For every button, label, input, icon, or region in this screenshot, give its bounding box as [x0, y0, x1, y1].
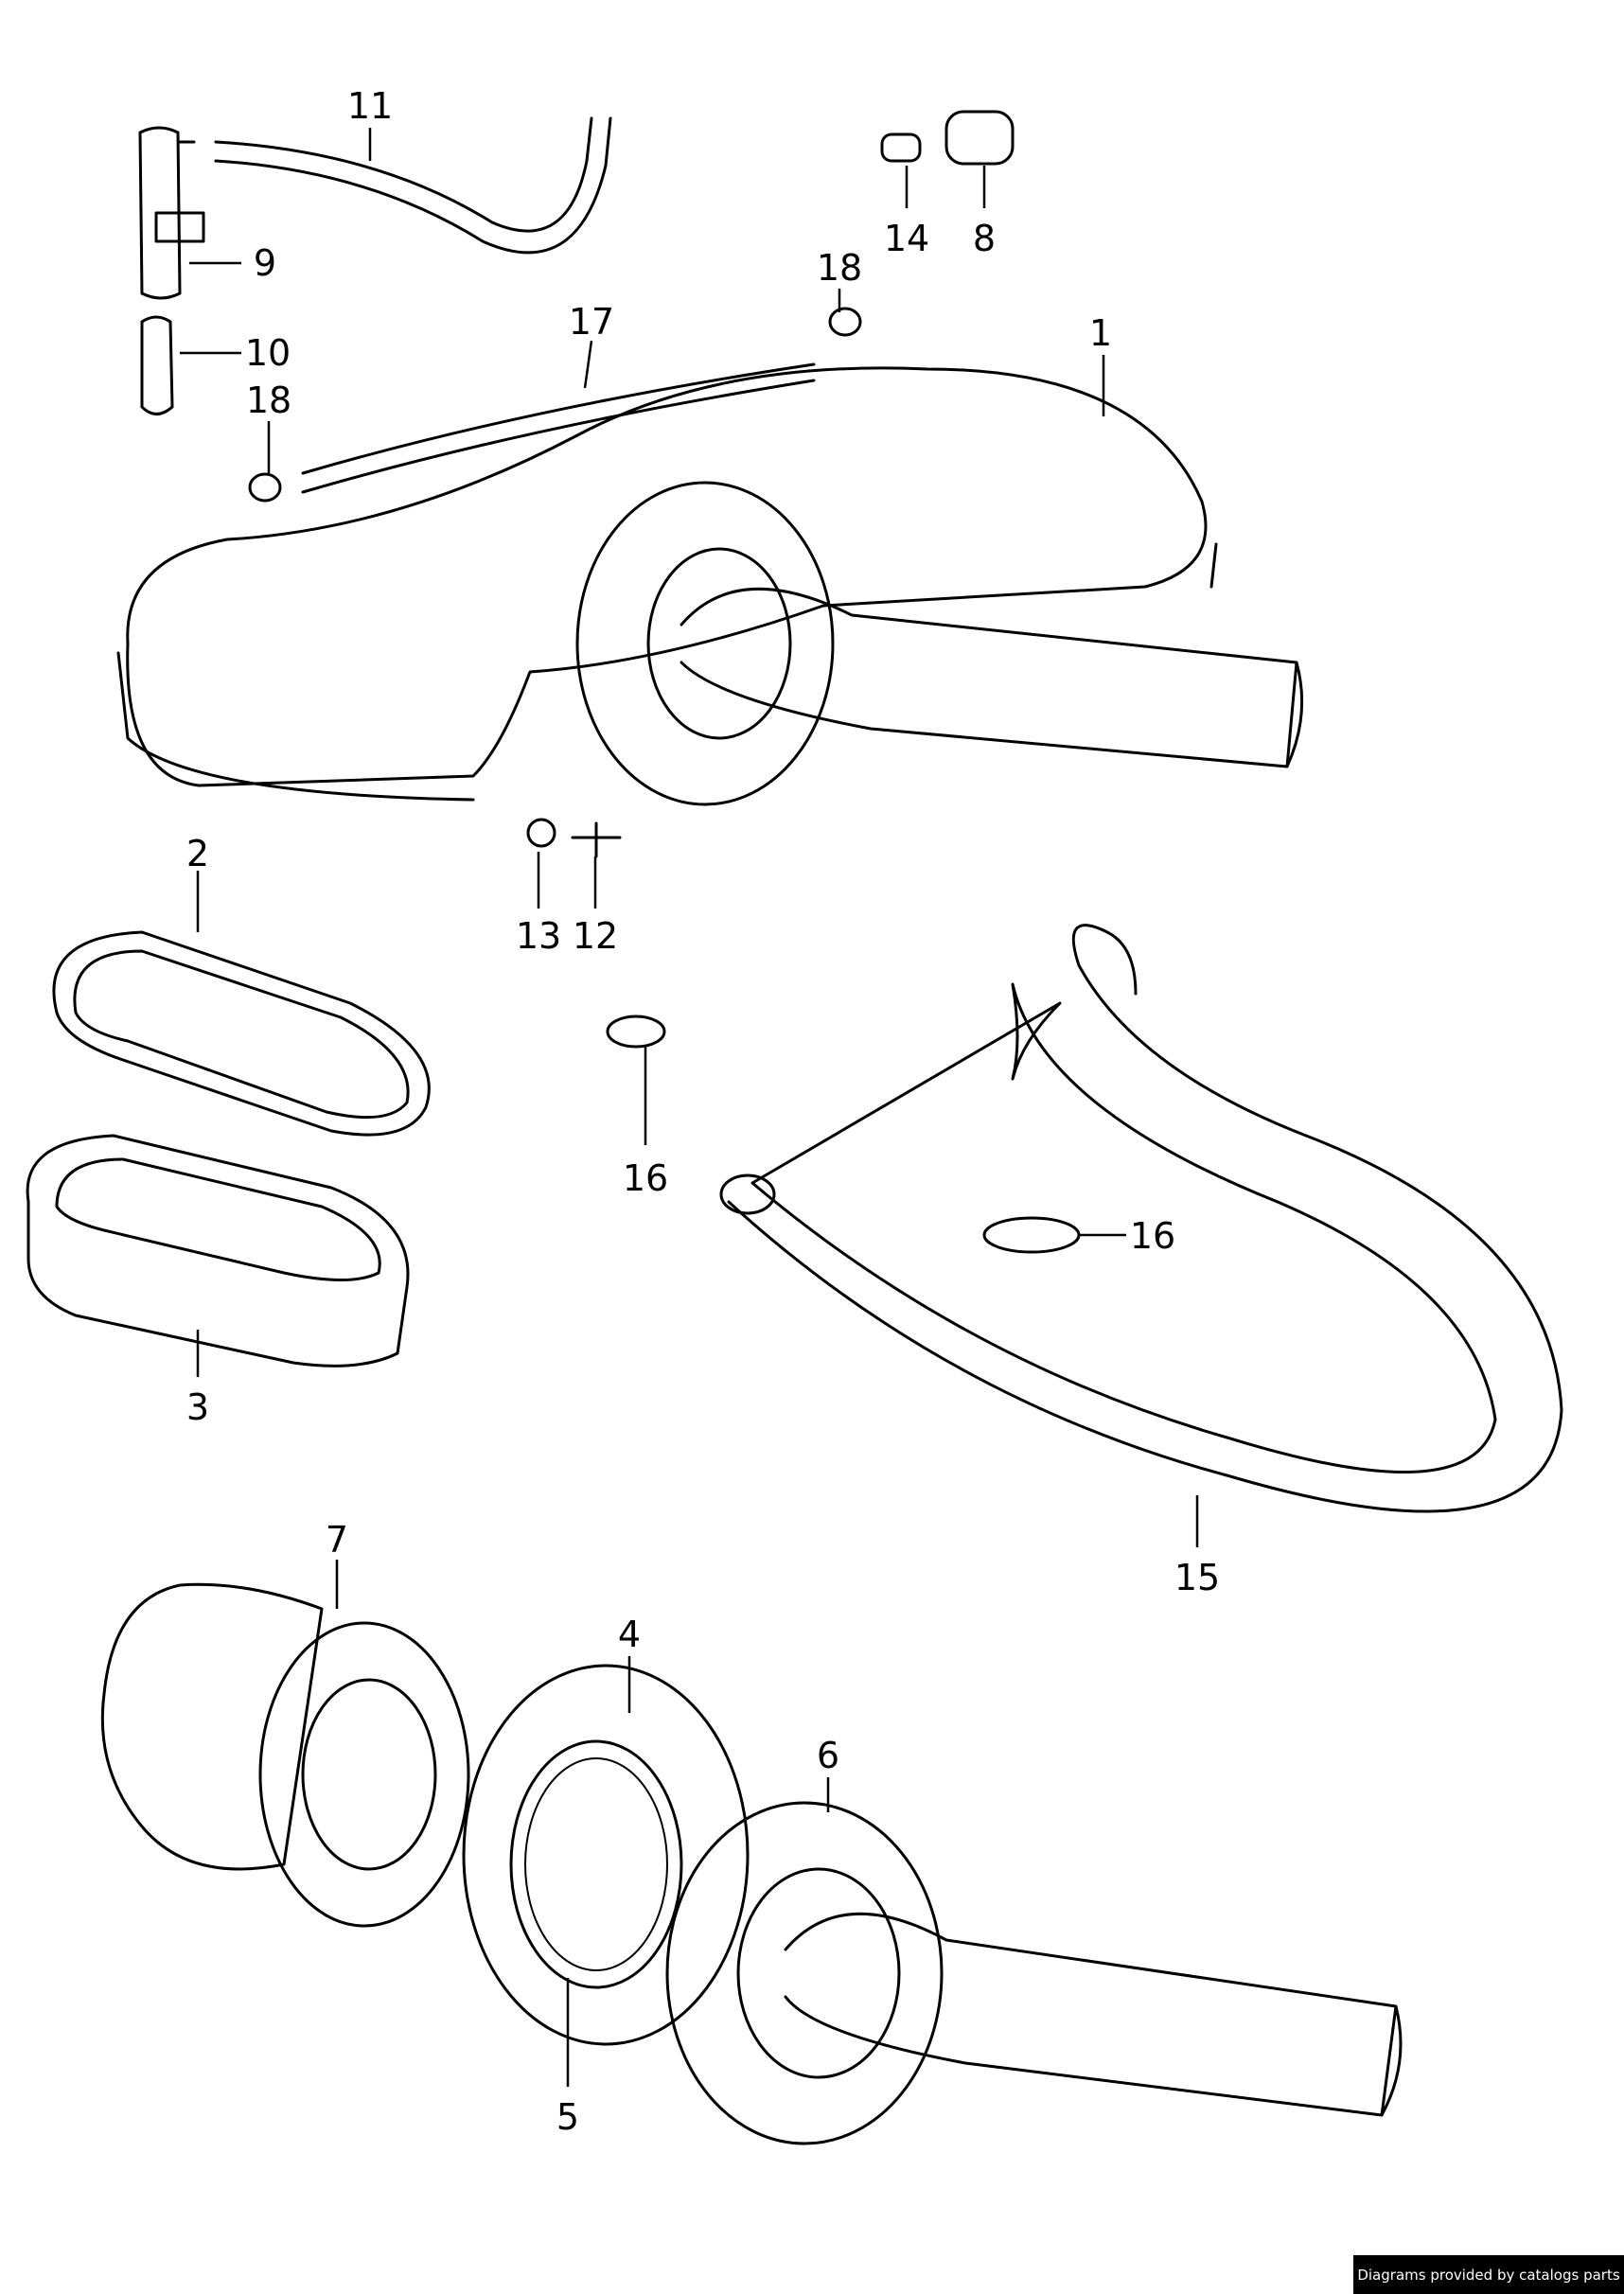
callout-6: 6	[817, 1735, 839, 1776]
part-13-washer	[526, 818, 556, 848]
callout-4: 4	[618, 1614, 641, 1655]
callout-14: 14	[884, 218, 929, 259]
part-18-clamp	[828, 307, 862, 337]
part-15-hose	[727, 924, 1563, 1513]
part-18-clamp	[248, 472, 282, 503]
credit-badge: Diagrams provided by catalogs parts	[1353, 2255, 1624, 2294]
part-11-hose	[214, 116, 612, 255]
callout-16: 16	[623, 1157, 668, 1199]
part-2-gasket	[52, 930, 431, 1137]
callout-2: 2	[186, 833, 209, 874]
part-15-hose-end	[719, 1173, 776, 1215]
part-8-grommet	[944, 110, 1015, 166]
part-5-seal-ring-inner	[524, 1757, 668, 1971]
part-7-filter-opening	[301, 1678, 437, 1871]
part-1-air-cleaner-housing	[126, 366, 1208, 787]
part-6-filter-cover-inner	[736, 1867, 901, 2079]
callout-18: 18	[817, 247, 862, 289]
callout-17: 17	[569, 301, 614, 343]
part-16-clamp	[606, 1015, 666, 1049]
part-4-filter-ring	[462, 1664, 750, 2046]
part-10-pipe	[140, 315, 174, 415]
part-7-filter-end	[258, 1621, 470, 1928]
part-1-flange	[116, 542, 1218, 802]
callout-8: 8	[973, 218, 996, 259]
callout-7: 7	[326, 1519, 348, 1561]
part-7-filter-element	[100, 1582, 324, 1871]
callout-9: 9	[254, 242, 276, 284]
part-12-wing-nut	[571, 821, 622, 858]
part-6-intake-snorkel	[784, 1912, 1403, 2117]
part-6-filter-cover	[665, 1801, 944, 2145]
callout-10: 10	[245, 332, 291, 374]
callout-5: 5	[556, 2096, 579, 2138]
callout-1: 1	[1089, 312, 1112, 354]
callout-11: 11	[347, 85, 393, 127]
housing-intake-snorkel	[680, 587, 1304, 768]
callout-3: 3	[186, 1386, 209, 1428]
part-16-clamp	[982, 1216, 1081, 1254]
part-9-pipe	[138, 126, 205, 300]
part-3-oil-bath-tray	[26, 1134, 410, 1368]
leader-lines	[180, 128, 1199, 2087]
callout-13: 13	[516, 915, 561, 957]
housing-filter-cover	[575, 481, 835, 806]
callout-15: 15	[1174, 1557, 1220, 1598]
callout-16: 16	[1130, 1215, 1175, 1257]
part-14-plug	[880, 132, 922, 163]
part-17-hose	[301, 362, 816, 494]
part-5-seal-ring	[509, 1739, 683, 1989]
callout-12: 12	[573, 915, 618, 957]
housing-filter-cover-inner	[646, 547, 792, 740]
callout-18: 18	[246, 379, 291, 421]
